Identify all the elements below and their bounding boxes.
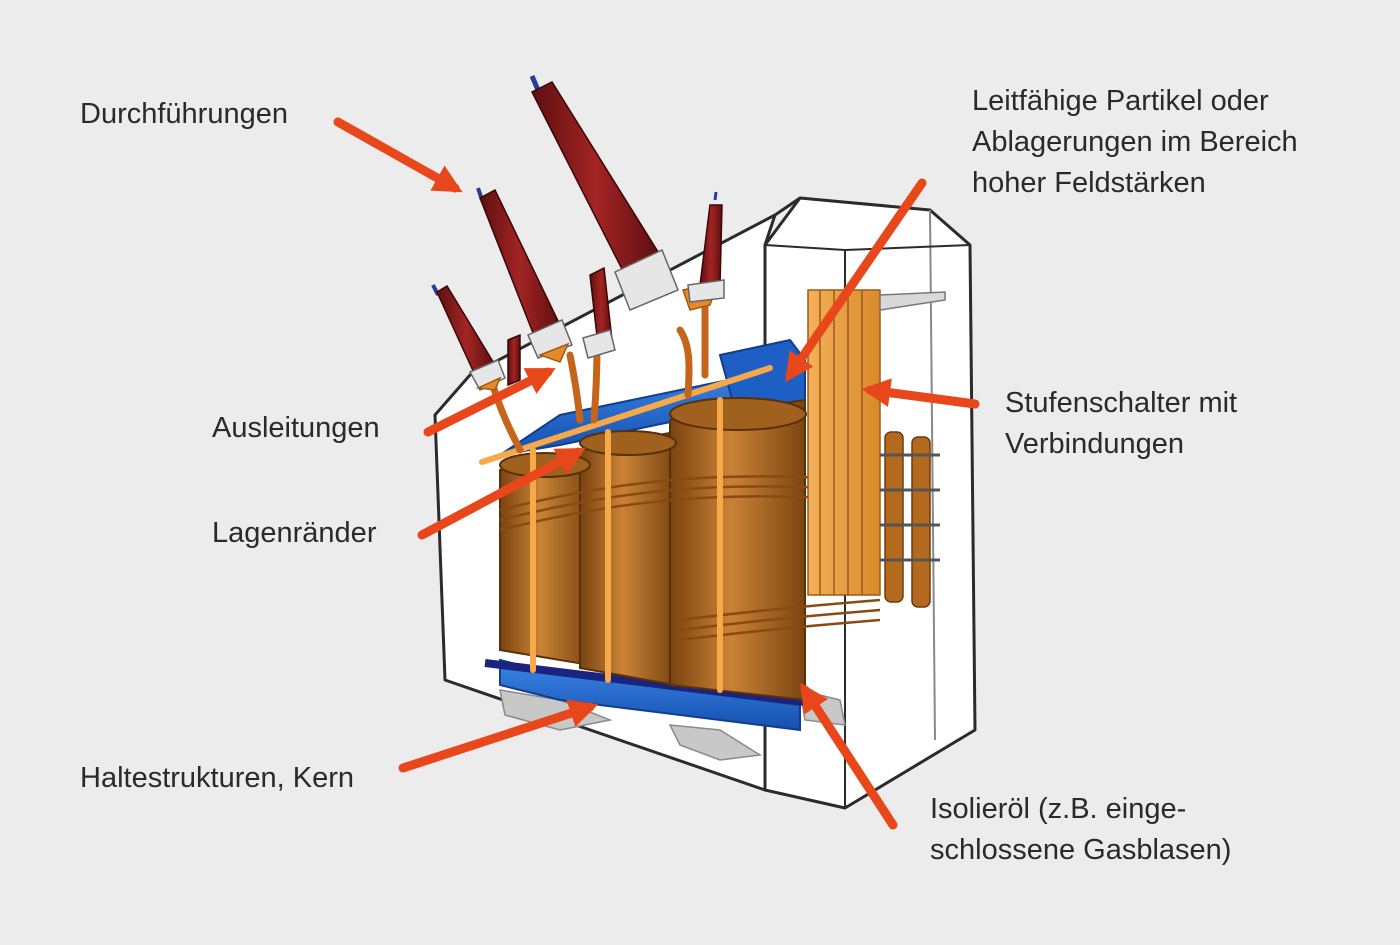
label-leads-text: Ausleitungen (212, 412, 380, 444)
label-insulating-oil: Isolieröl (z.B. einge- schlossene Gasbla… (930, 789, 1231, 871)
arrow-bushings (333, 117, 463, 193)
arrow-particles (785, 178, 927, 383)
label-bushings: Durchführungen (80, 94, 288, 135)
label-tap-changer-line2: Verbindungen (1005, 428, 1184, 460)
label-particles-line1: Leitfähige Partikel oder (972, 85, 1269, 117)
tap-changer (807, 289, 946, 608)
label-bushings-text: Durchführungen (80, 98, 288, 130)
label-particles: Leitfähige Partikel oder Ablagerungen im… (972, 81, 1298, 204)
bushings (431, 75, 725, 391)
label-particles-line3: hoher Feldstärken (972, 167, 1206, 199)
arrow-support-core (398, 699, 599, 773)
label-layer-edges: Lagenränder (212, 513, 376, 554)
arrow-layer-edges (417, 447, 586, 540)
windings (499, 397, 881, 702)
label-tap-changer-line1: Stufenschalter mit (1005, 387, 1238, 419)
label-leads: Ausleitungen (212, 408, 380, 449)
arrow-insulating-oil (800, 682, 898, 830)
arrow-tap-changer (861, 378, 980, 409)
label-insulating-oil-line1: Isolieröl (z.B. einge- (930, 793, 1187, 825)
support-rods (479, 365, 773, 693)
label-tap-changer: Stufenschalter mit Verbindungen (1005, 383, 1237, 465)
label-layer-edges-text: Lagenränder (212, 517, 377, 549)
arrow-leads (423, 367, 556, 437)
label-support-core: Haltestrukturen, Kern (80, 758, 354, 799)
label-support-core-text: Haltestrukturen, Kern (80, 762, 355, 794)
label-insulating-oil-line2: schlossene Gasblasen) (930, 834, 1232, 866)
label-particles-line2: Ablagerungen im Bereich (972, 126, 1298, 158)
callout-arrows (333, 117, 980, 830)
